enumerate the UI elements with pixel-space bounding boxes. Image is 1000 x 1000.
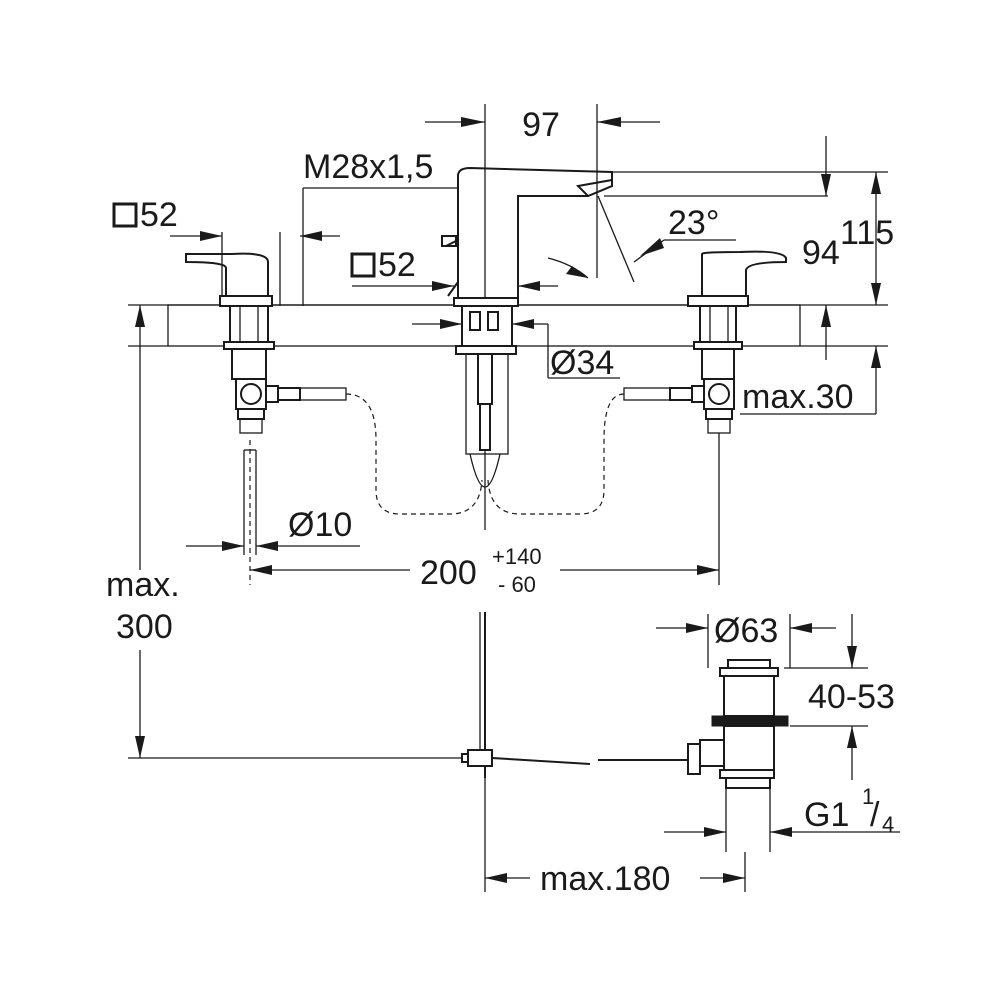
spout-height-label: 94 [802,234,840,272]
centers-plus-label: +140 [492,544,542,569]
dim-waste-thread: G1 1 / 4 [664,784,900,852]
dim-handle-square-left: 52 [112,196,223,296]
dim-centers: 200 +140 - 60 [250,544,719,597]
pop-up-waste [461,612,789,789]
supply-diameter-label: Ø10 [288,506,352,544]
dim-deck-thickness: max.30 [740,346,881,416]
spout-angle-label: 23° [668,204,719,242]
handle-square-center-label: 52 [378,246,416,284]
spout-reach-label: 97 [522,106,560,144]
svg-text:/: / [870,796,880,834]
dim-spout-angle: 23° [547,195,736,283]
dim-depth: max. 300 [106,305,462,759]
total-height-label: 115 [840,214,894,252]
rod-reach-label: max.180 [540,860,670,898]
hole-diameter-label: Ø34 [550,344,614,382]
waste-thread-num: 1 [862,784,874,809]
waste-thread-label: G1 [804,796,849,834]
left-handle-valve [185,252,347,585]
dim-spout-reach: 97 [425,104,660,298]
depth-max-line1: max. [106,566,180,604]
depth-max-line2: 300 [116,608,173,646]
centers-base-label: 200 [420,554,477,592]
dim-hole-diameter: Ø34 [412,319,620,382]
dim-supply-diameter: Ø10 [186,506,360,551]
waste-thread-den: 4 [882,812,894,837]
dim-handle-square-center: 52 [350,246,558,291]
flex-hoses [345,393,625,515]
dim-rod-reach: max.180 [484,778,746,898]
deck-thickness-label: max.30 [742,378,854,416]
dim-heights: 94 115 [604,136,894,360]
dim-thread: M28x1,5 [279,148,458,306]
handle-square-left-label: 52 [140,196,178,234]
waste-height-label: 40-53 [808,678,895,716]
dim-waste-height: 40-53 [784,614,895,780]
waste-diameter-label: Ø63 [714,612,778,650]
centers-minus-label: - 60 [498,572,536,597]
dim-waste-diameter: Ø63 [656,612,836,668]
right-handle-valve [623,250,787,585]
thread-label: M28x1,5 [303,148,433,186]
spout [441,166,613,530]
